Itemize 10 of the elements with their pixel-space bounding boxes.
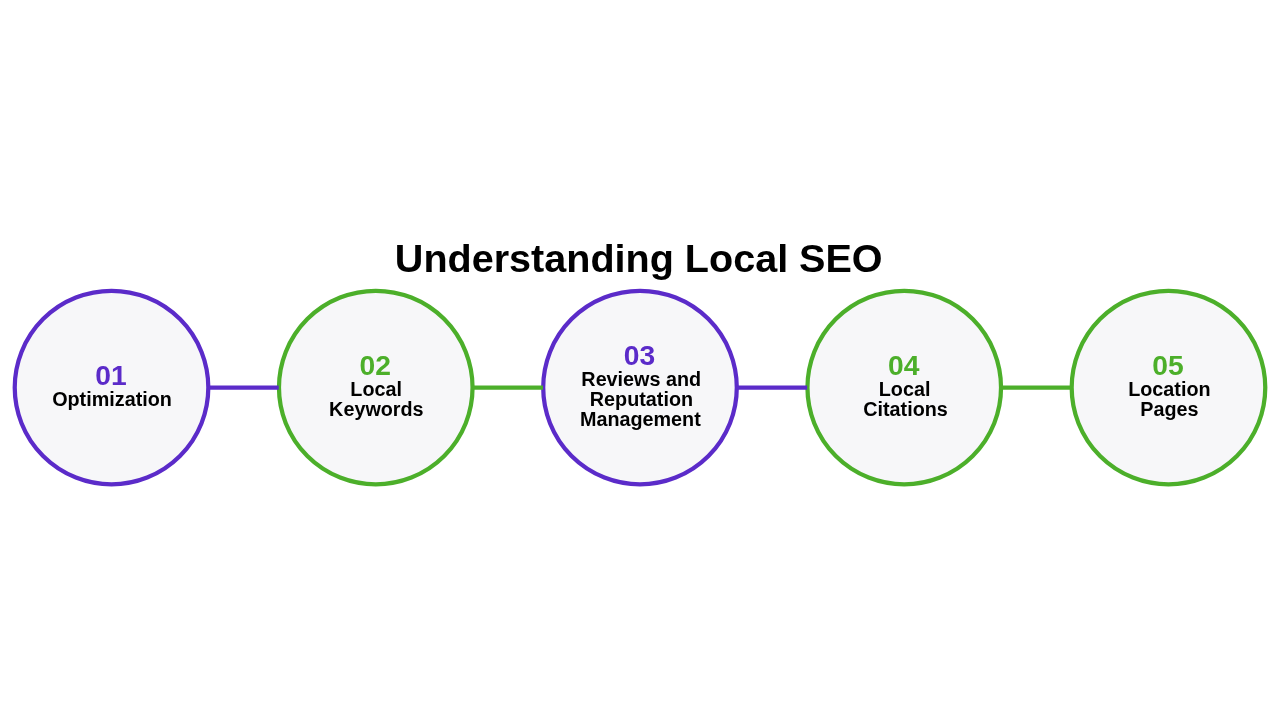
node-circle: 04 Local Citations	[805, 288, 1004, 487]
node-circle: 05 Location Pages	[1069, 288, 1268, 487]
connector	[736, 385, 808, 390]
node-circle: 02 Local Keywords	[276, 288, 475, 487]
diagram-title: Understanding Local SEO	[394, 235, 883, 280]
node-circle: 01 Optimization	[12, 288, 211, 487]
connector	[472, 385, 543, 390]
node-circle: 03 Reviews and Reputation Management	[541, 288, 739, 487]
connector	[1001, 385, 1072, 390]
connector	[208, 385, 279, 390]
